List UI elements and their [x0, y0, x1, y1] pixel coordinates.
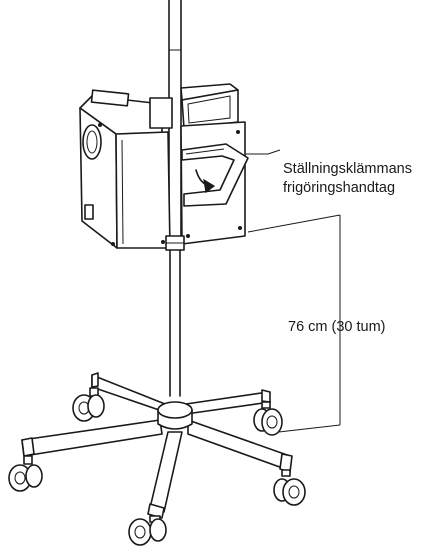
- pump-device: [79, 89, 173, 249]
- caster-front-left: [8, 455, 43, 492]
- release-handle-label-line-2: frigöringshandtag: [283, 180, 396, 196]
- release-handle-leader: [246, 149, 281, 155]
- pole-lower: [169, 249, 181, 397]
- caster-front: [128, 515, 167, 546]
- base-hub: [157, 401, 193, 430]
- caster-back-right: [253, 401, 283, 436]
- pole-clamp-release-handle: [181, 143, 249, 207]
- release-handle-label: Ställningsklämmans frigöringshandtag: [283, 160, 412, 198]
- pole-collar: [165, 235, 185, 251]
- caster-front-right: [273, 469, 306, 506]
- height-dimension-bracket: [247, 214, 341, 434]
- mount-height-label: 76 cm (30 tum): [288, 319, 386, 335]
- release-handle-label-line-1: Ställningsklämmans: [283, 161, 412, 177]
- caster-back-left: [72, 387, 105, 422]
- base-leg-front-left: [21, 419, 163, 457]
- base-leg-front: [147, 431, 183, 519]
